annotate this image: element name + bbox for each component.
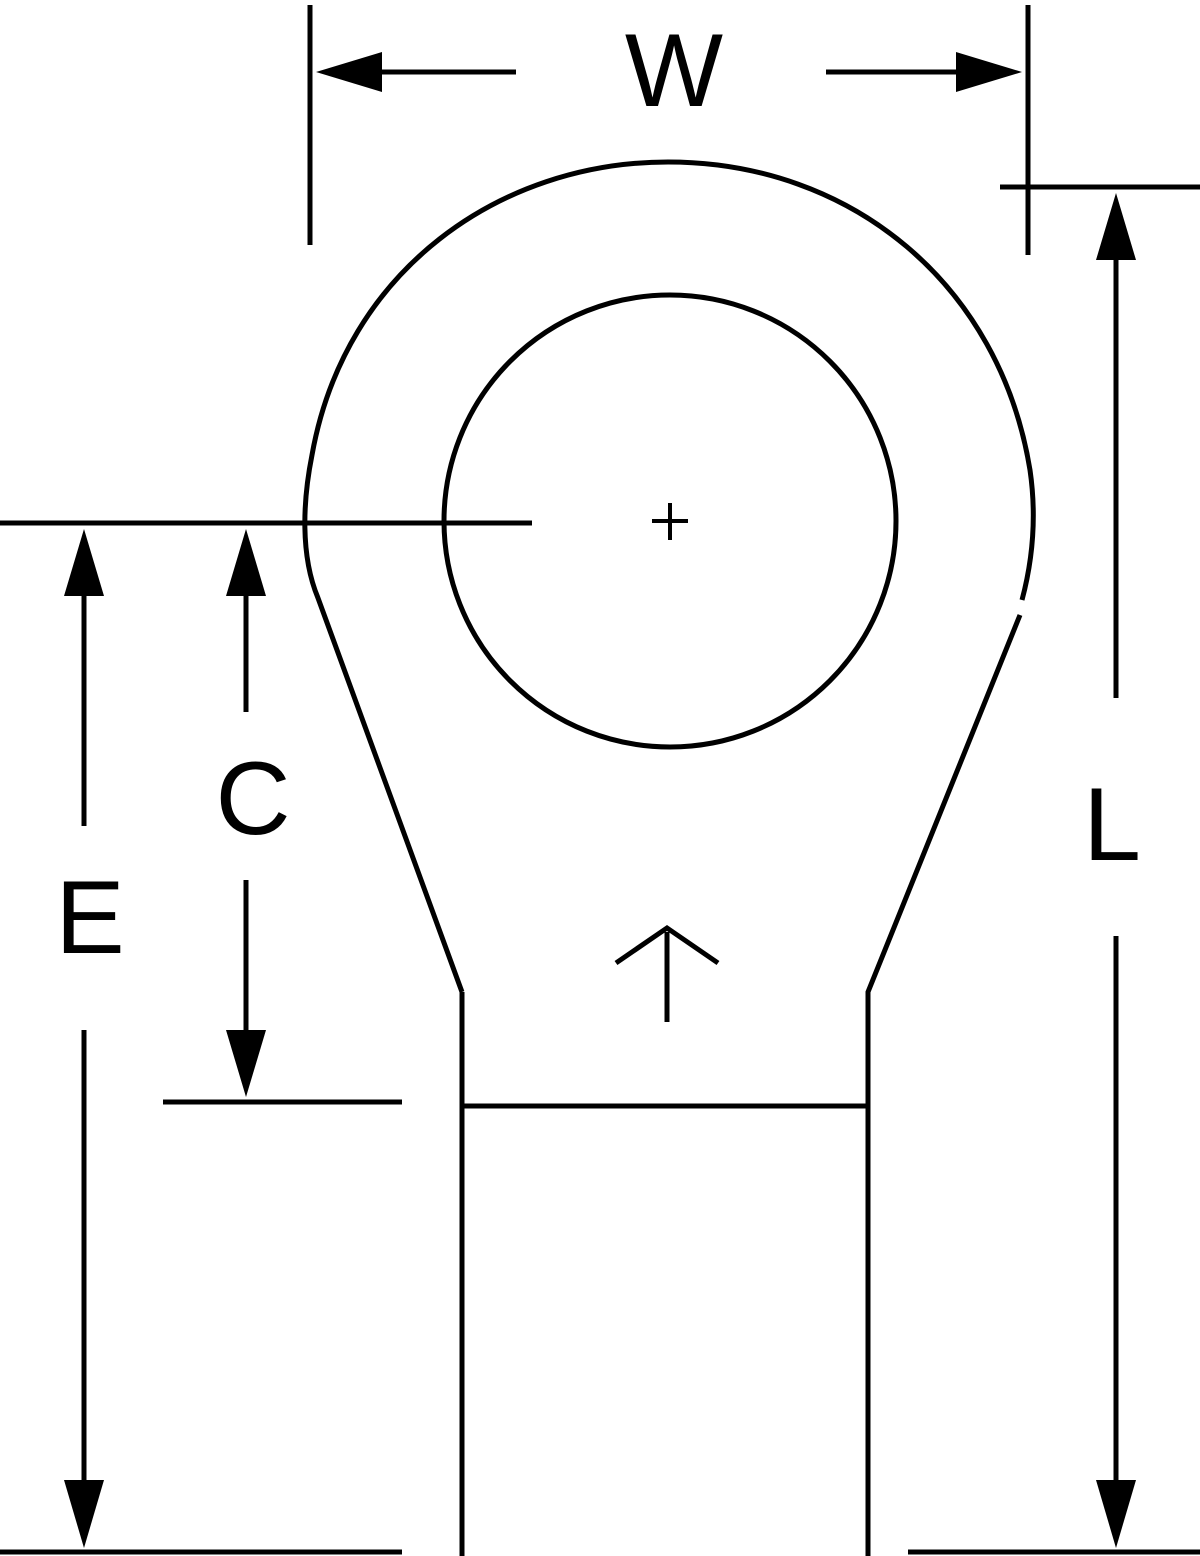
e-arrowhead-top	[64, 529, 104, 596]
dimension-w: W	[307, 5, 1031, 255]
w-arrowhead-left	[316, 52, 382, 92]
c-arrowhead-top	[226, 529, 266, 596]
l-arrowhead-top	[1096, 193, 1136, 260]
c-label: C	[215, 741, 290, 857]
terminal-outline	[302, 159, 1036, 1556]
dimension-e: E	[0, 529, 402, 1555]
e-arrowhead-bottom	[64, 1480, 104, 1548]
l-arrowhead-bottom	[1096, 1480, 1136, 1548]
barrel-outline	[459, 992, 871, 1556]
w-arrowhead-right	[956, 52, 1022, 92]
w-label: W	[625, 13, 723, 129]
dimension-l: L	[908, 184, 1200, 1555]
dimension-c: C	[163, 529, 402, 1105]
l-label: L	[1083, 767, 1141, 883]
crosshair-icon	[652, 503, 688, 540]
c-arrowhead-bottom	[226, 1030, 266, 1097]
e-label: E	[55, 860, 124, 976]
arrow-up-icon	[614, 924, 720, 1022]
ring-outer-contour	[302, 159, 1036, 993]
tongue-right-side	[865, 614, 1023, 1106]
